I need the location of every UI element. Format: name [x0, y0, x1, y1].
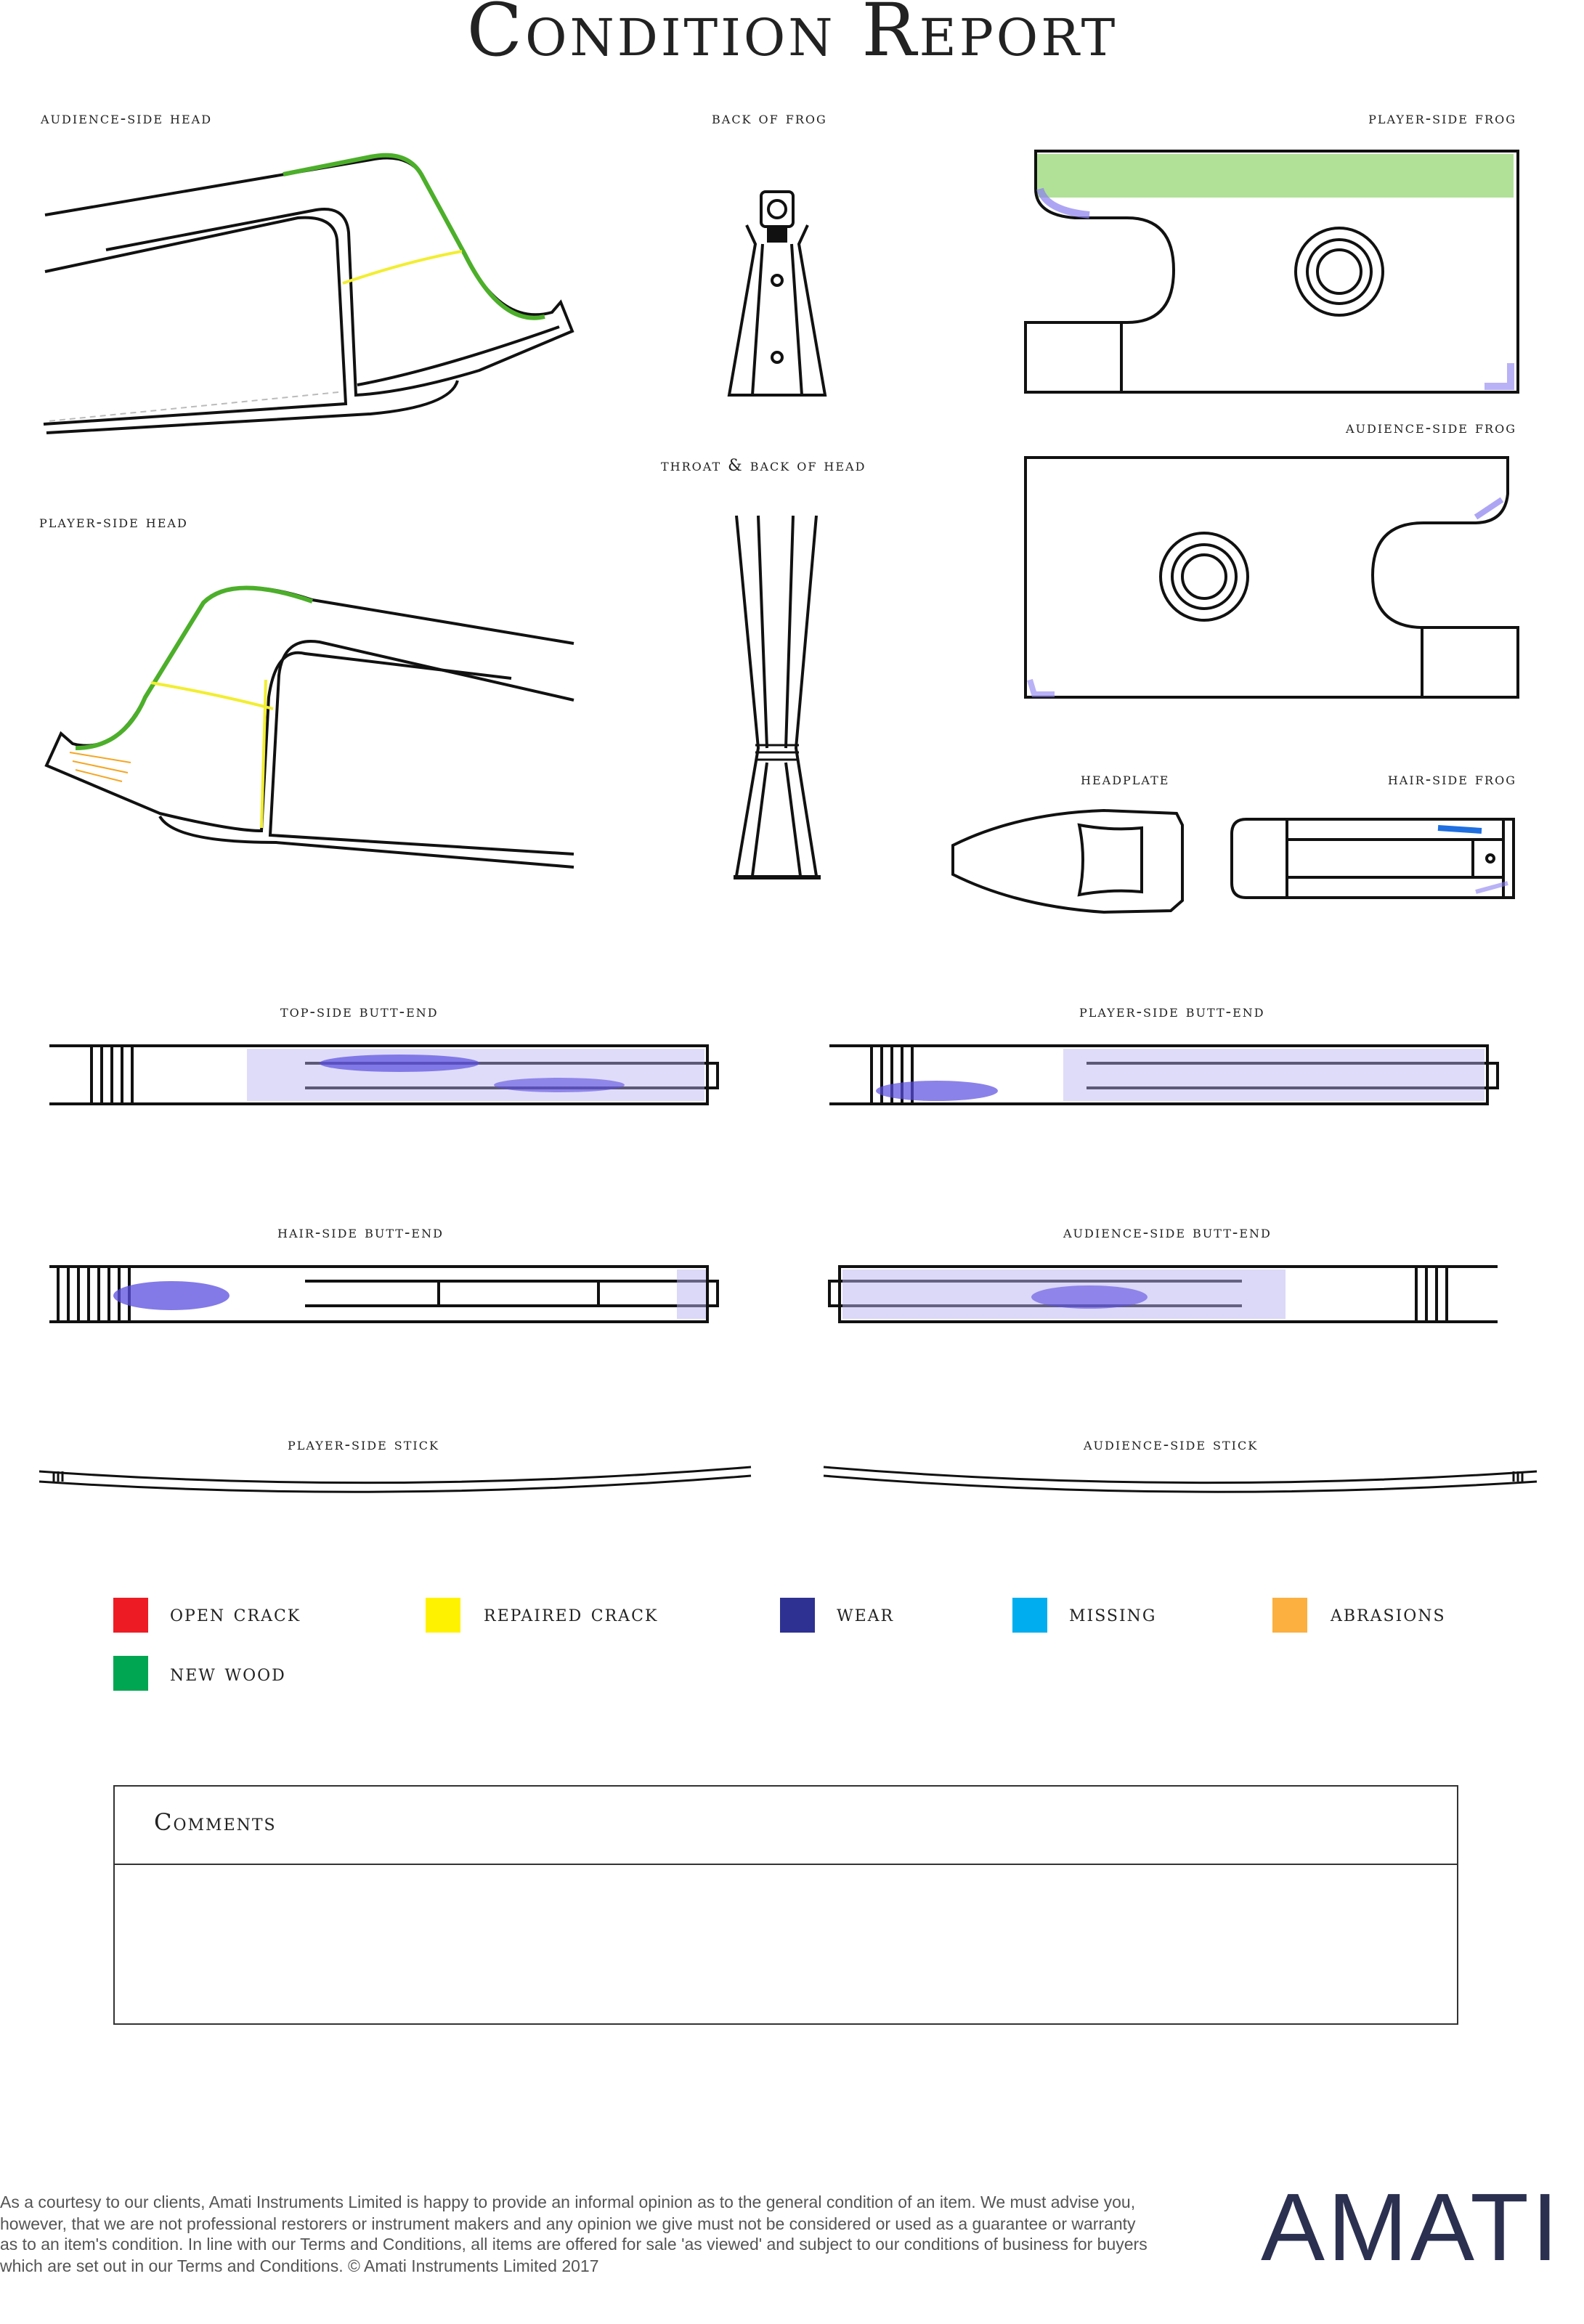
label-back-of-frog: Back of frog: [712, 109, 827, 128]
page-title: Condition Report: [466, 0, 1118, 73]
footer-disclaimer: As a courtesy to our clients, Amati Inst…: [0, 2195, 1148, 2275]
hair-side-frog-drawing: [1230, 818, 1515, 899]
throat-drawing: [734, 515, 821, 879]
label-audience-side-frog: Audience-side frog: [1345, 418, 1516, 437]
audience-side-frog-drawing: [1024, 456, 1519, 699]
label-audience-side-stick: Audience-side stick: [1084, 1435, 1259, 1454]
player-side-frog-drawing: [1024, 150, 1519, 394]
label-player-side-head: Player-side head: [39, 513, 188, 532]
label-player-side-frog: Player-side frog: [1368, 109, 1516, 128]
legend-label-new-wood: New wood: [170, 1660, 286, 1686]
player-side-head-drawing: [44, 585, 574, 869]
comments-header: Comments: [115, 1787, 1457, 1865]
headplate-drawing: [951, 808, 1184, 914]
comments-title: Comments: [154, 1808, 277, 1836]
legend-swatch-new-wood: [113, 1656, 148, 1691]
label-top-side-butt-end: Top-side butt-end: [280, 1002, 439, 1021]
label-hair-side-frog: Hair-side frog: [1387, 770, 1516, 789]
audience-side-head-drawing: [43, 153, 574, 434]
legend-label-open-crack: Open crack: [170, 1601, 301, 1627]
legend-swatch-missing: [1012, 1598, 1047, 1633]
legend-label-wear: Wear: [837, 1601, 895, 1627]
label-player-side-butt-end: Player-side butt-end: [1079, 1002, 1265, 1021]
comments-box[interactable]: Comments: [113, 1785, 1458, 2025]
label-audience-side-butt-end: Audience-side butt-end: [1063, 1223, 1272, 1242]
legend-swatch-open-crack: [113, 1598, 148, 1633]
label-headplate: Headplate: [1081, 770, 1170, 789]
amati-logo: AMATI: [1261, 2173, 1561, 2280]
legend-swatch-abrasions: [1272, 1598, 1307, 1633]
legend-label-missing: Missing: [1069, 1601, 1157, 1627]
back-of-frog-drawing: [727, 190, 827, 397]
legend-swatch-wear: [780, 1598, 815, 1633]
butt-end-drawings: [49, 1044, 1499, 1323]
label-audience-side-head: Audience-side head: [41, 109, 213, 128]
legend-label-repaired-crack: Repaired crack: [484, 1601, 659, 1627]
label-throat-back-of-head: Throat & back of head: [661, 456, 866, 475]
legend-label-abrasions: Abrasions: [1331, 1601, 1446, 1627]
label-hair-side-butt-end: Hair-side butt-end: [277, 1223, 444, 1242]
label-player-side-stick: Player-side stick: [288, 1435, 439, 1454]
legend-swatch-repaired-crack: [426, 1598, 460, 1633]
stick-drawings: [38, 1466, 1538, 1493]
